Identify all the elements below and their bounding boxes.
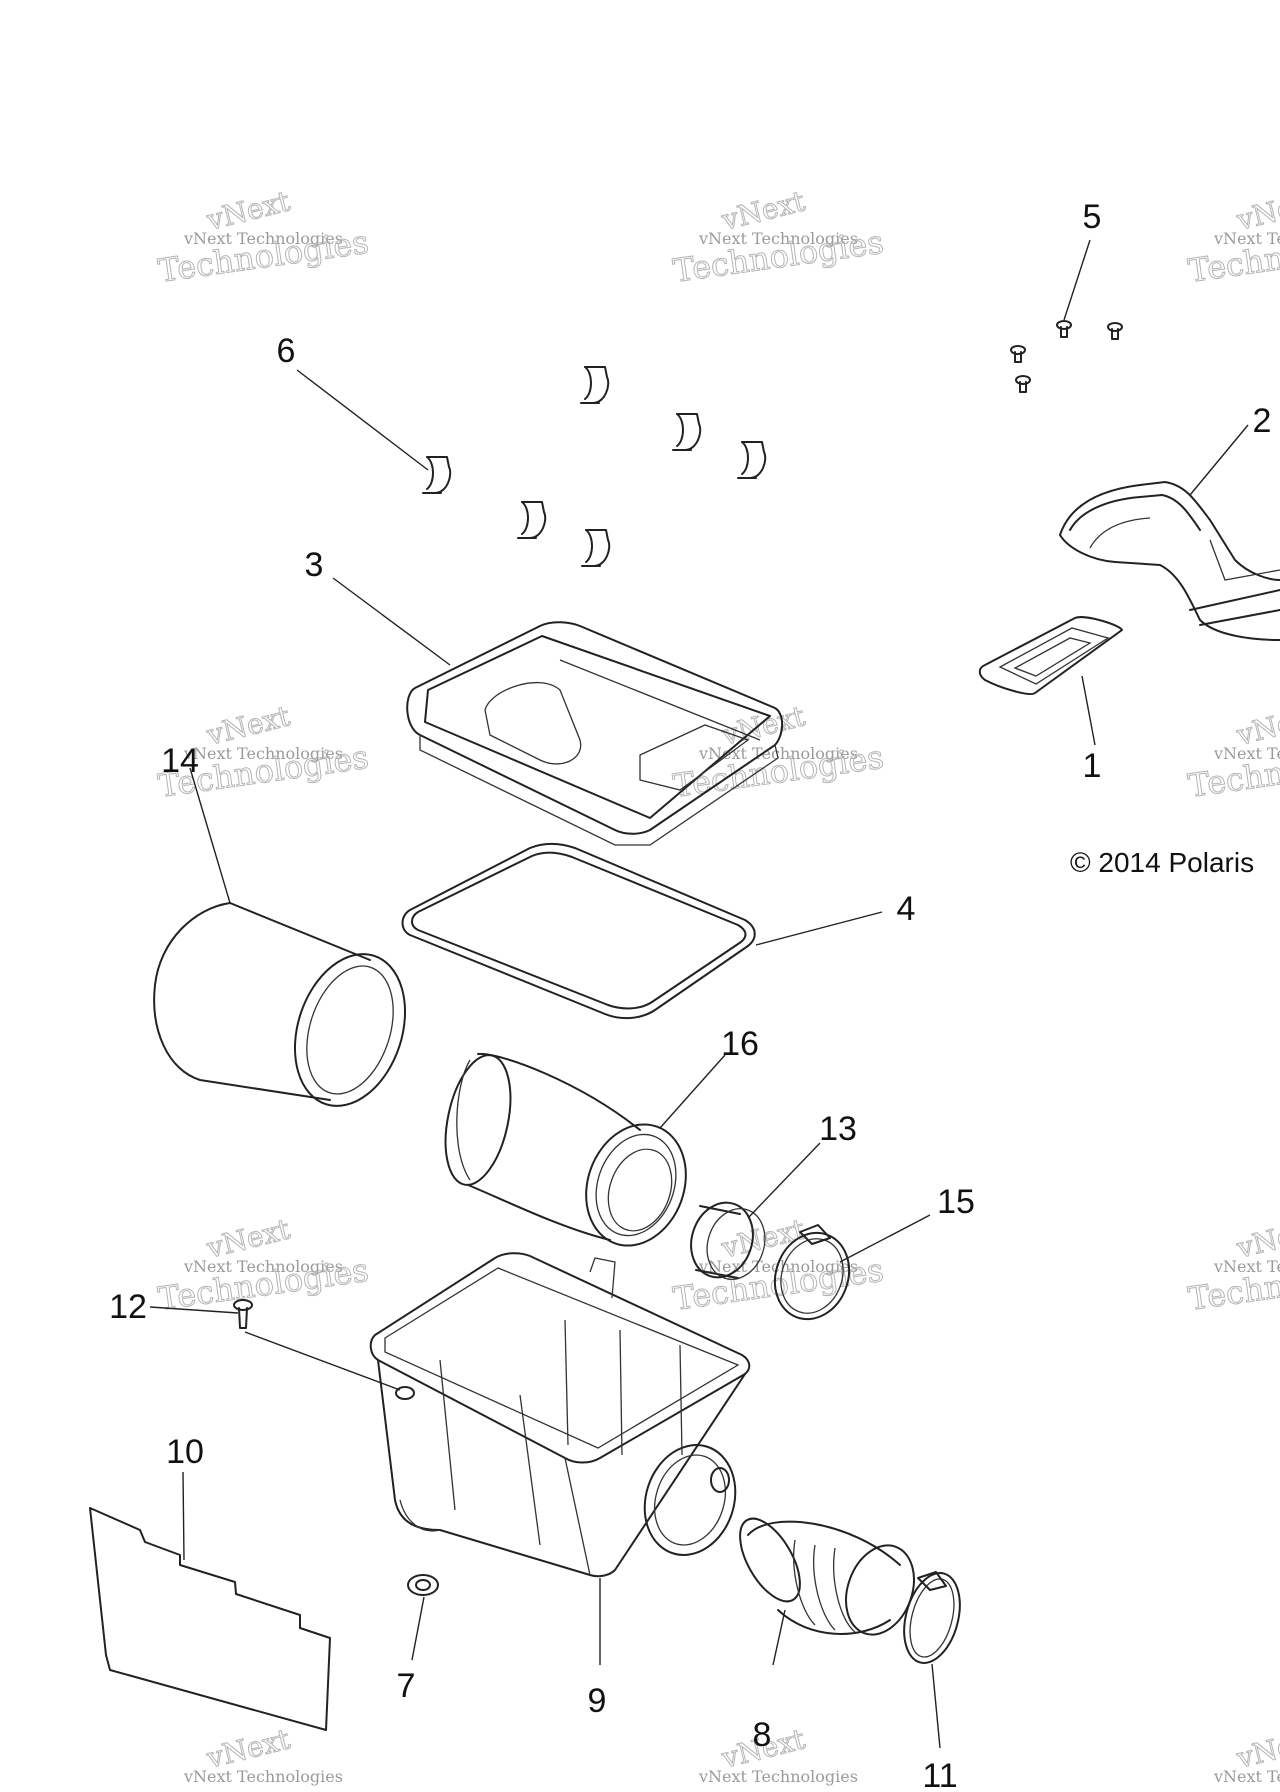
part-7-nut — [407, 1574, 439, 1596]
part-15-hose-clamp — [773, 1224, 851, 1321]
callout-3: 3 — [305, 546, 324, 584]
watermark-line2: vNext Technologies — [183, 1257, 343, 1276]
watermark: vNext vNext Technologies — [1213, 1722, 1280, 1786]
watermark-line2: vNext Technologies — [698, 1767, 858, 1786]
watermark-group: vNext vNext Technologies Technologies vN… — [155, 184, 1280, 1786]
part-16-air-filter — [444, 1052, 687, 1247]
callout-7: 7 — [397, 1667, 416, 1705]
watermark: vNext vNext Technologies — [183, 1722, 343, 1786]
callout-16: 16 — [721, 1025, 759, 1063]
watermark: vNext vNext Technologies Technologies — [155, 1212, 371, 1319]
part-2-intake-duct — [1059, 481, 1280, 641]
part-8-outlet-boot — [739, 1517, 915, 1636]
part-6-clips — [422, 366, 767, 567]
callout-4: 4 — [897, 890, 916, 928]
watermark: vNext vNext Technologies Technologies — [1185, 184, 1280, 291]
watermark-line2: vNext Technologies — [1213, 229, 1280, 248]
watermark: vNext vNext Technologies — [698, 1722, 858, 1786]
callout-2: 2 — [1253, 402, 1272, 440]
callout-10: 10 — [166, 1433, 204, 1471]
watermark-line2: vNext Technologies — [1213, 744, 1280, 763]
watermark: vNext vNext Technologies Technologies — [1185, 699, 1280, 806]
callout-13: 13 — [819, 1110, 857, 1148]
part-13-filter-ring — [690, 1201, 766, 1280]
watermark: vNext vNext Technologies Technologies — [670, 184, 886, 291]
watermark-line2: vNext Technologies — [1213, 1257, 1280, 1276]
watermark-line2: vNext Technologies — [183, 744, 343, 763]
callout-1: 1 — [1083, 747, 1102, 785]
callout-15: 15 — [937, 1183, 975, 1221]
callout-8: 8 — [753, 1716, 772, 1754]
watermark-line2: vNext Technologies — [183, 229, 343, 248]
watermark-line2: vNext Technologies — [183, 1767, 343, 1786]
watermark: vNext vNext Technologies Technologies — [155, 184, 371, 291]
watermark: vNext vNext Technologies Technologies — [670, 699, 886, 806]
part-9-airbox-base — [369, 1252, 751, 1578]
watermark-line2: vNext Technologies — [698, 744, 858, 763]
part-12-screw — [233, 1299, 253, 1329]
callout-9: 9 — [588, 1682, 607, 1720]
watermark: vNext vNext Technologies Technologies — [1185, 1212, 1280, 1319]
callout-6: 6 — [277, 332, 296, 370]
leader-lines — [149, 239, 1249, 1749]
callout-labels: 5 2 1 6 3 14 4 16 13 15 12 10 7 9 8 11 — [109, 198, 1271, 1792]
watermark-line2: vNext Technologies — [698, 229, 858, 248]
callout-11: 11 — [922, 1757, 957, 1792]
part-5-screws — [1010, 320, 1123, 393]
part-3-airbox-cover — [406, 621, 784, 846]
part-1-duct-gasket — [978, 616, 1123, 695]
part-11-hose-clamp — [903, 1571, 961, 1664]
part-10-heat-shield — [89, 1507, 331, 1731]
watermark-line2: vNext Technologies — [1213, 1767, 1280, 1786]
part-4-cover-gasket — [401, 842, 756, 1020]
callout-14: 14 — [161, 742, 199, 780]
callout-5: 5 — [1083, 198, 1102, 236]
callout-12: 12 — [109, 1288, 147, 1326]
copyright-text: © 2014 Polaris — [1070, 847, 1254, 878]
part-14-pre-filter — [153, 902, 407, 1107]
